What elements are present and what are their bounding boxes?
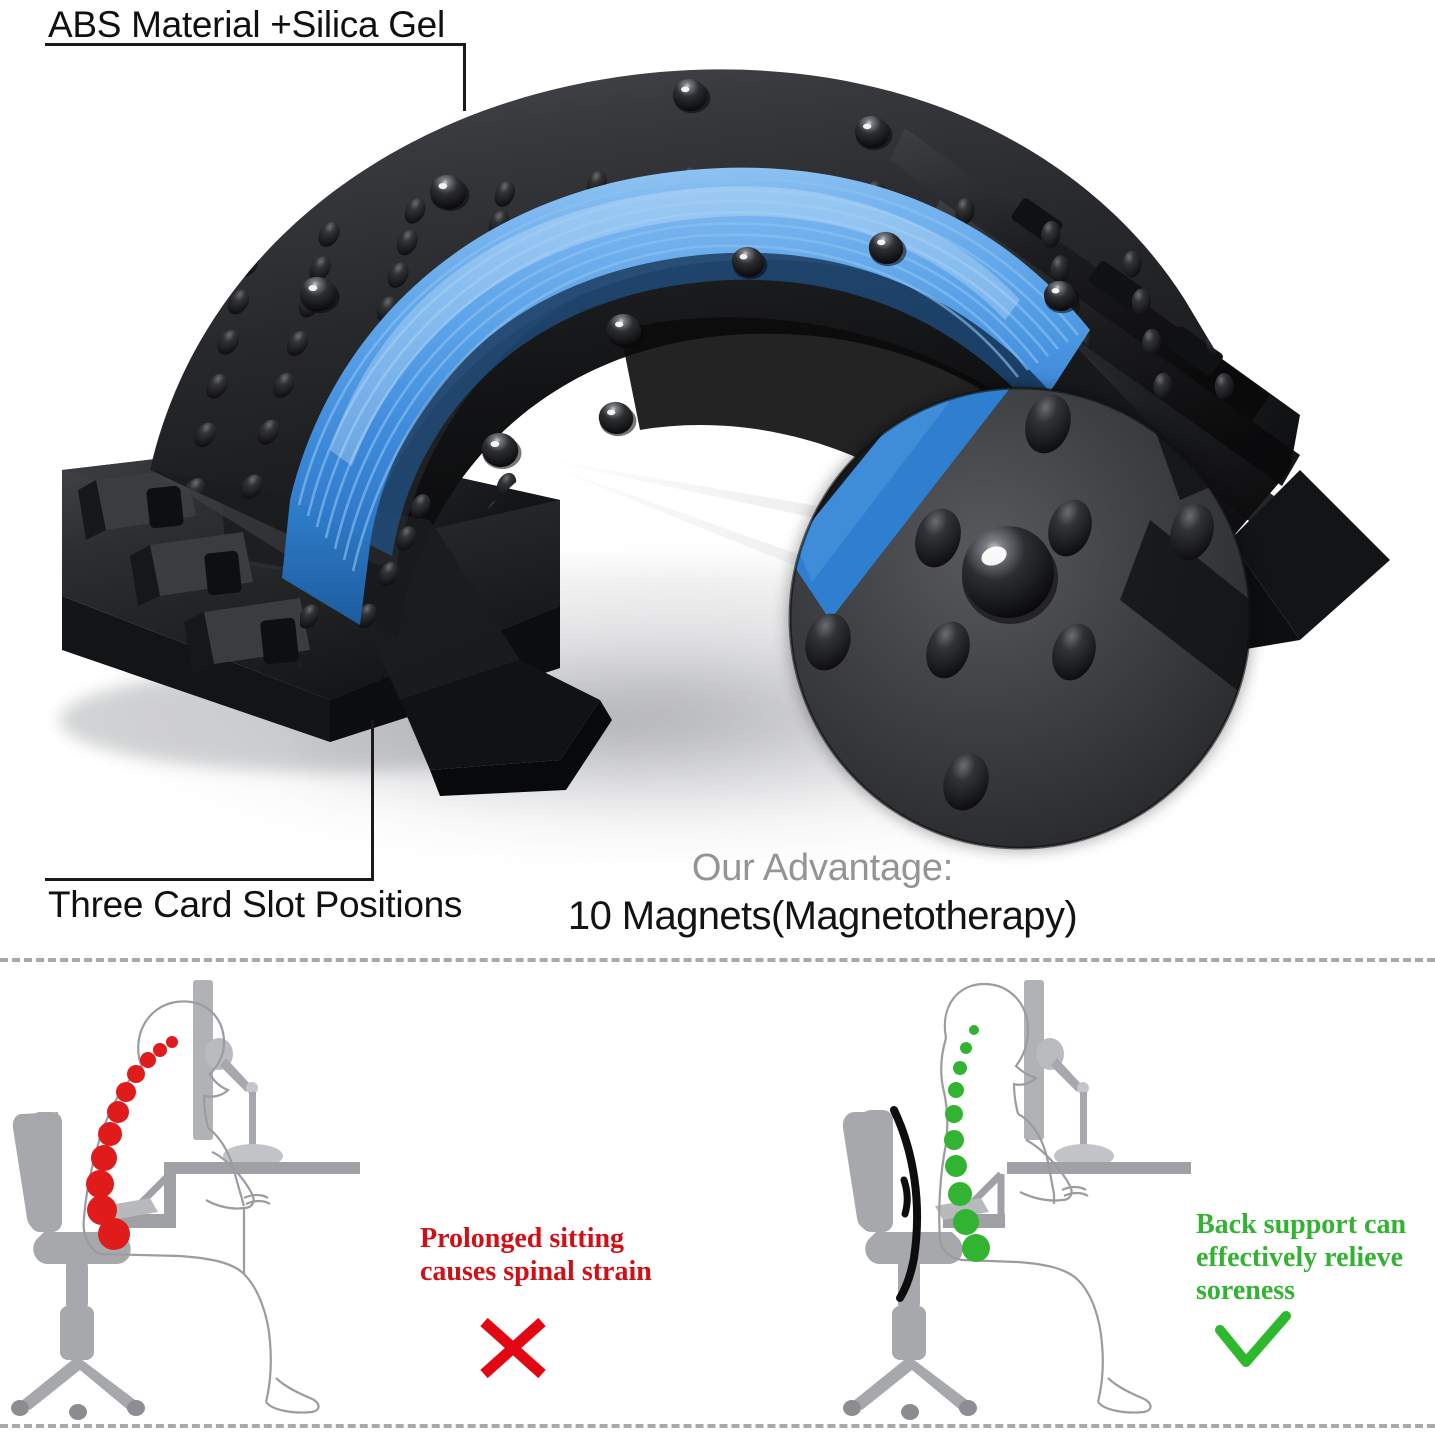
posture-comparison-section [0, 962, 1435, 1424]
spine-dots-red [86, 1036, 178, 1250]
bad-posture-panel [0, 962, 717, 1424]
body-outline [938, 982, 1152, 1414]
magnet-detail-circle [788, 386, 1252, 850]
product-hero-section: ABS Material +Silica Gel Three Card Slot… [0, 4, 1435, 941]
divider-bottom [0, 1424, 1435, 1428]
callout-material-leader-vertical [463, 43, 466, 111]
advantage-title: Our Advantage: [691, 847, 954, 889]
slouched-sitting-figure [11, 980, 360, 1420]
advantage-subtitle: 10 Magnets(Magnetotherapy) [567, 894, 1078, 938]
divider-top [0, 958, 1435, 962]
check-mark-icon [1215, 1311, 1291, 1367]
spine-dots-green [944, 1025, 990, 1262]
callout-material-label: ABS Material +Silica Gel [48, 4, 445, 45]
cross-mark-icon [480, 1317, 546, 1379]
magnet-domes [299, 78, 1080, 470]
upright-sitting-figure [842, 980, 1191, 1420]
back-stretcher-product-image [60, 69, 1390, 850]
callout-slots-leader-vertical [371, 720, 374, 880]
advantage-block: Our Advantage: 10 Magnets(Magnetotherapy… [0, 845, 1435, 941]
callout-material-leader-horizontal [45, 43, 465, 46]
callout-slots-label: Three Card Slot Positions [48, 884, 463, 925]
office-chair [11, 1112, 145, 1420]
good-posture-panel [718, 962, 1435, 1424]
back-support-arc [890, 1106, 922, 1302]
good-posture-caption: Back support can effectively relieve sor… [1196, 1209, 1407, 1306]
bad-posture-caption: Prolonged sitting causes spinal strain [420, 1223, 652, 1287]
callout-slots-leader-horizontal [45, 878, 374, 881]
